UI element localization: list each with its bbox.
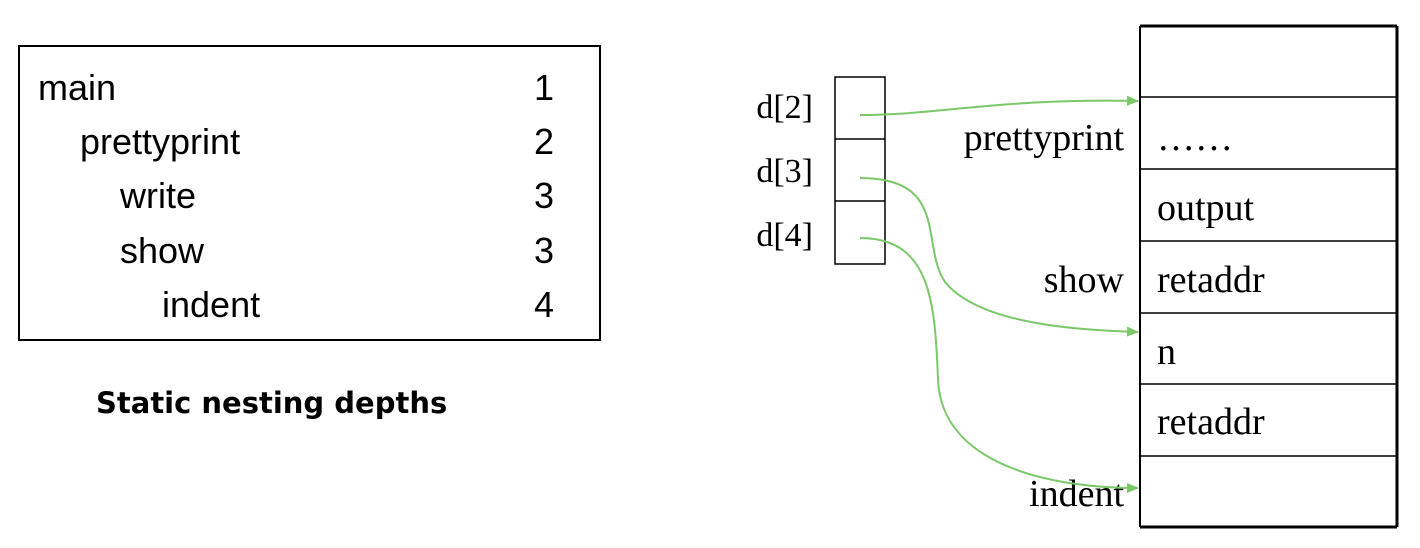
depth-value: 1 (534, 67, 555, 108)
pointer-arrow-d4 (859, 237, 1139, 493)
display-array: d[2] d[3] d[4] (756, 76, 886, 265)
display-label-d3: d[3] (756, 153, 813, 190)
pointer-arrow-d2 (859, 95, 1139, 116)
stack-cell-n: n (1157, 331, 1176, 373)
pointer-arrow-d3 (859, 177, 1139, 337)
frame-label-show: show (1044, 259, 1125, 301)
nesting-row-prettyprint: prettyprint 2 (20, 121, 599, 175)
nesting-caption: Static nesting depths (96, 386, 448, 420)
procedure-name: prettyprint (80, 121, 241, 162)
procedure-name: main (38, 67, 117, 108)
display-array-box (834, 76, 886, 265)
stack-cell-retaddr: retaddr (1157, 401, 1265, 443)
depth-value: 2 (534, 121, 555, 162)
procedure-name: write (120, 175, 197, 216)
stack-cell-ellipsis: …… (1157, 117, 1233, 159)
stack-cell-retaddr: retaddr (1157, 259, 1265, 301)
depth-value: 3 (534, 230, 555, 271)
nesting-row-indent: indent 4 (20, 284, 599, 338)
frame-label-indent: indent (1029, 473, 1124, 515)
procedure-name: indent (162, 284, 261, 325)
display-label-d2: d[2] (756, 89, 813, 126)
display-pointers (859, 95, 1139, 493)
procedure-name: show (120, 230, 205, 271)
stack-cell-output: output (1157, 187, 1255, 229)
nesting-depth-table: main 1 prettyprint 2 write 3 show 3 inde… (18, 45, 601, 341)
depth-value: 4 (534, 284, 555, 325)
nesting-row-main: main 1 (20, 67, 599, 121)
frame-label-prettyprint: prettyprint (964, 117, 1125, 159)
nesting-row-show: show 3 (20, 230, 599, 284)
nesting-row-write: write 3 (20, 175, 599, 229)
runtime-stack: …… output retaddr n retaddr prettyprint … (964, 24, 1399, 529)
depth-value: 3 (534, 175, 555, 216)
display-label-d4: d[4] (756, 217, 813, 254)
